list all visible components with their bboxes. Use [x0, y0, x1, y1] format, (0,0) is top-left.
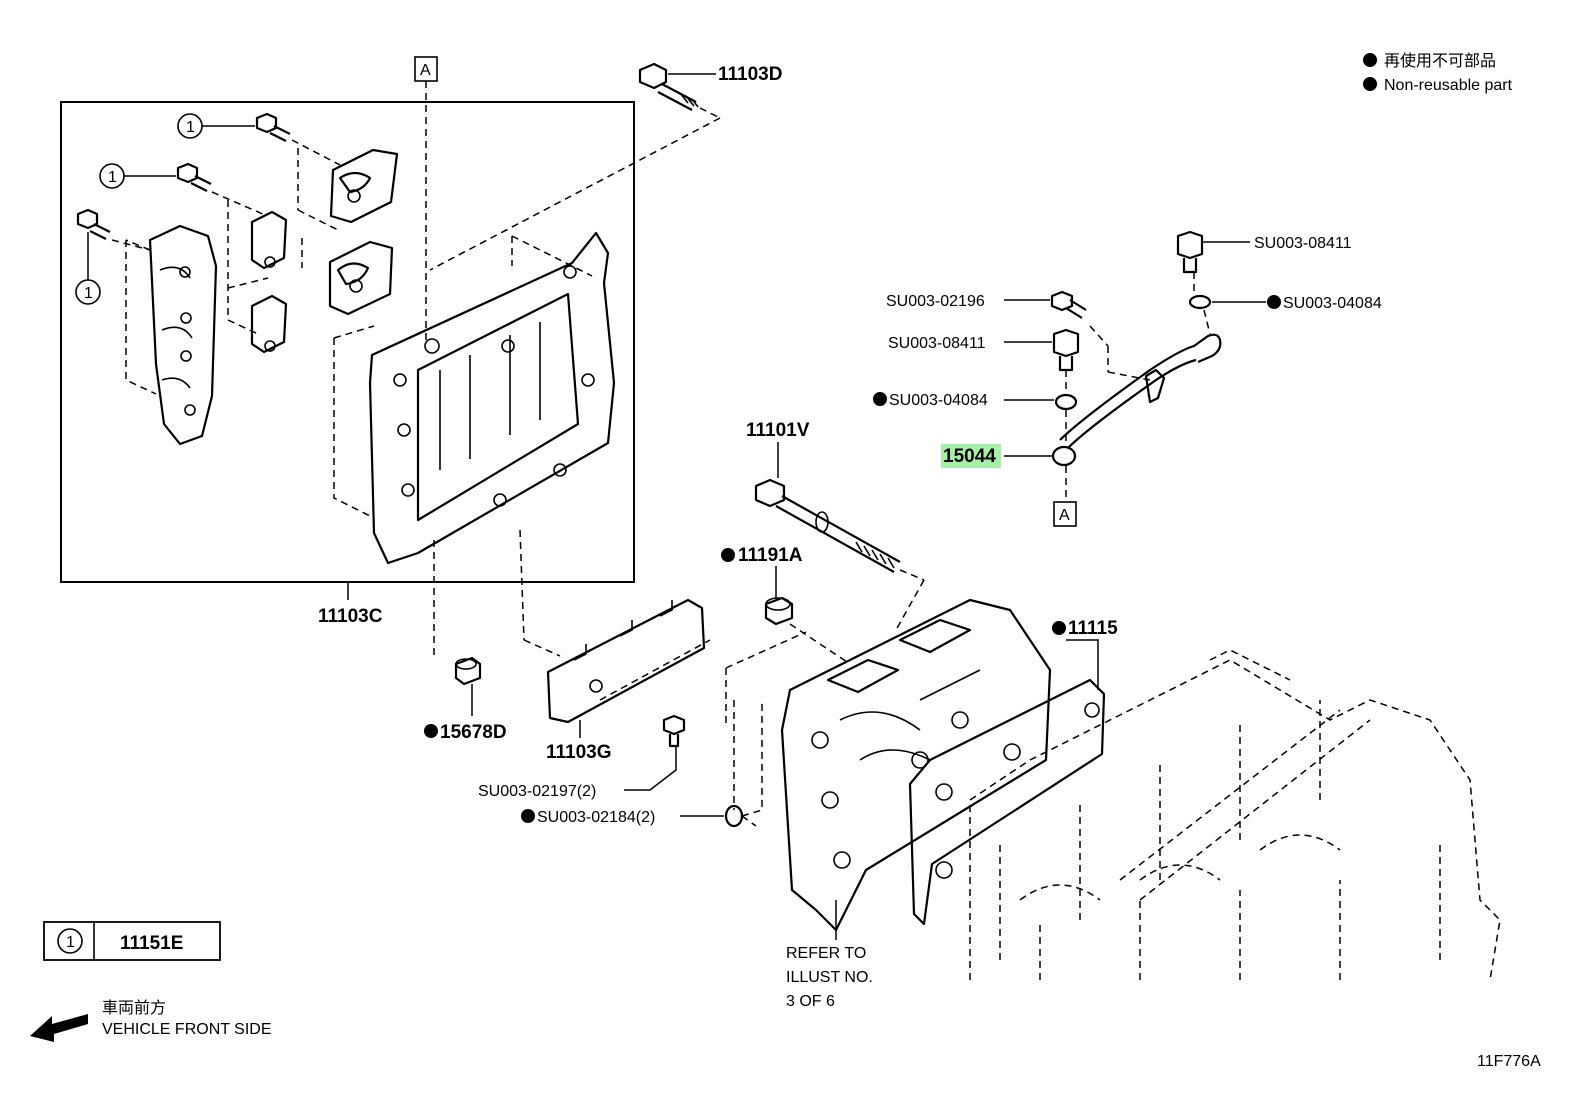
plug-11191A-icon [764, 596, 794, 626]
gasket-top-icon [1188, 294, 1212, 310]
illustration-code: 11F776A [1477, 1053, 1541, 1070]
label-11103D[interactable]: 11103D [718, 64, 782, 85]
cam-cap-large-2-icon [328, 240, 394, 316]
oil-rail-11103G-icon [546, 598, 706, 724]
bolt-11103D-icon [638, 62, 699, 111]
ref-a-top[interactable]: A [414, 56, 438, 82]
label-su003-02184[interactable]: SU003-02184(2) [537, 809, 655, 826]
union-bolt-mid-icon [1052, 328, 1080, 372]
front-en: VEHICLE FRONT SIDE [102, 1021, 272, 1038]
gasket-mid-icon [1054, 393, 1078, 411]
refer-line-2: ILLUST NO. [786, 969, 873, 986]
camshaft-housing-icon [368, 231, 616, 565]
kit-part-11151E[interactable]: 11151E [120, 933, 183, 954]
cam-cap-small-1-icon [250, 210, 288, 270]
cam-cap-small-2-icon [250, 294, 288, 354]
callout-1-a[interactable]: 1 [177, 113, 203, 139]
bolt-02197-icon [662, 714, 686, 748]
cylinder-head-icon [780, 598, 1052, 932]
head-gasket-icon [908, 678, 1106, 926]
label-11103C[interactable]: 11103C [318, 606, 383, 627]
front-jp: 車両前方 [102, 999, 166, 1017]
bolt-02196-icon [1050, 290, 1087, 319]
cam-bearing-rail-icon [148, 224, 218, 446]
label-su003-08411-top[interactable]: SU003-08411 [1254, 235, 1352, 252]
kit-key: 1 [66, 934, 75, 951]
legend: 再使用不可部品 Non-reusable part [1363, 52, 1513, 94]
vehicle-front-indicator: 車両前方 VEHICLE FRONT SIDE [30, 999, 272, 1042]
label-su003-04084-mid[interactable]: SU003-04084 [889, 392, 988, 409]
label-su003-04084-top[interactable]: SU003-04084 [1283, 295, 1382, 312]
union-bolt-top-icon [1176, 230, 1204, 274]
label-11191A[interactable]: 11191A [738, 545, 803, 566]
arrow-left-icon [30, 1014, 88, 1042]
callout-1-b[interactable]: 1 [99, 163, 125, 189]
label-highlight [941, 444, 1001, 468]
svg-text:1: 1 [186, 119, 195, 136]
bolt-small-3-icon [76, 208, 111, 240]
ref-a-bottom[interactable]: A [1053, 501, 1077, 527]
label-11101V[interactable]: 11101V [746, 420, 810, 441]
cylinder-block-icon [969, 649, 1501, 981]
label-su003-02197[interactable]: SU003-02197(2) [478, 783, 596, 800]
label-su003-08411-mid[interactable]: SU003-08411 [888, 335, 986, 352]
oil-pipe-15044-icon [1059, 333, 1222, 449]
bolt-small-2-icon [176, 162, 212, 192]
label-15678D[interactable]: 15678D [440, 722, 507, 743]
head-bolt-11101V-icon [754, 478, 901, 573]
kit-table: 1 11151E [43, 921, 221, 961]
cam-cap-large-1-icon [329, 148, 399, 224]
label-15044[interactable]: 15044 [943, 446, 996, 467]
refer-line-1: REFER TO [786, 945, 866, 962]
svg-text:1: 1 [84, 285, 93, 302]
label-su003-02196[interactable]: SU003-02196 [886, 293, 985, 310]
legend-jp: 再使用不可部品 [1384, 52, 1496, 70]
refer-line-3: 3 OF 6 [786, 993, 835, 1010]
label-11103G[interactable]: 11103G [546, 742, 612, 763]
svg-text:A: A [1059, 507, 1070, 524]
svg-text:A: A [420, 62, 431, 79]
bolt-small-1-icon [255, 112, 291, 142]
legend-en: Non-reusable part [1384, 77, 1513, 94]
callout-1-c[interactable]: 1 [75, 279, 101, 305]
svg-text:1: 1 [108, 169, 117, 186]
label-11115[interactable]: 11115 [1068, 618, 1118, 639]
plug-15678D-icon [454, 656, 482, 686]
pipe-eye-icon [1051, 445, 1077, 467]
